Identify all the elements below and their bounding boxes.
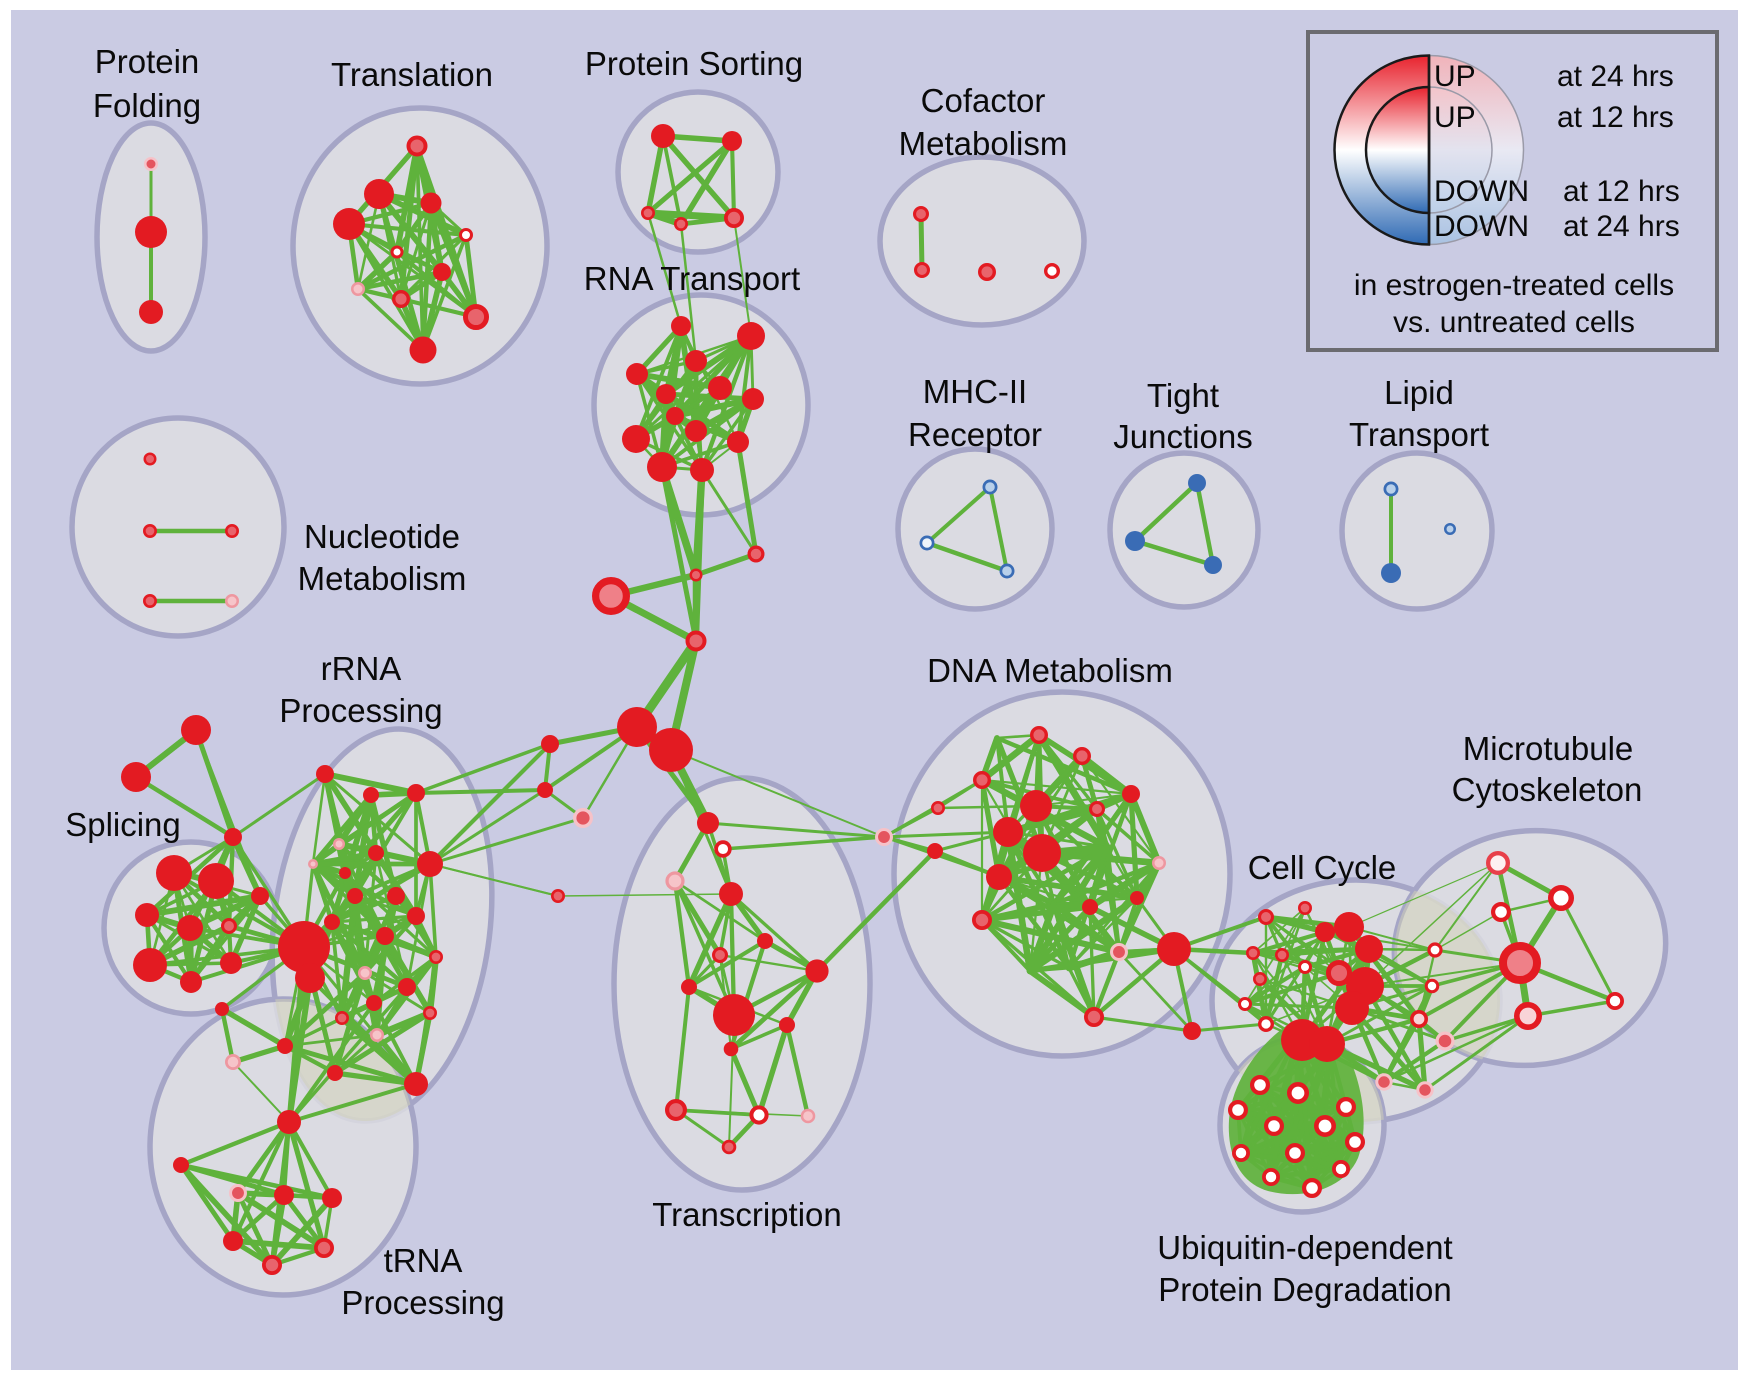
svg-text:at 24 hrs: at 24 hrs	[1557, 60, 1674, 93]
svg-text:Processing: Processing	[341, 1284, 504, 1321]
svg-text:Lipid: Lipid	[1384, 374, 1454, 411]
svg-text:Protein: Protein	[95, 43, 200, 80]
svg-text:DNA Metabolism: DNA Metabolism	[927, 652, 1173, 689]
svg-text:Splicing: Splicing	[65, 806, 181, 843]
svg-text:Processing: Processing	[279, 692, 442, 729]
svg-text:Transcription: Transcription	[652, 1196, 842, 1233]
svg-text:Cell Cycle: Cell Cycle	[1248, 849, 1397, 886]
svg-text:Metabolism: Metabolism	[298, 560, 467, 597]
svg-text:UP: UP	[1434, 60, 1476, 93]
svg-text:Protein Sorting: Protein Sorting	[585, 45, 803, 82]
svg-text:DOWN: DOWN	[1434, 210, 1529, 243]
svg-text:Metabolism: Metabolism	[899, 125, 1068, 162]
svg-text:Nucleotide: Nucleotide	[304, 518, 460, 555]
svg-text:UP: UP	[1434, 101, 1476, 134]
svg-text:in estrogen-treated cells: in estrogen-treated cells	[1354, 269, 1674, 302]
svg-text:Transport: Transport	[1349, 416, 1489, 453]
svg-text:Cofactor: Cofactor	[921, 82, 1046, 119]
svg-text:RNA Transport: RNA Transport	[584, 260, 800, 297]
svg-text:rRNA: rRNA	[321, 650, 402, 687]
svg-text:Junctions: Junctions	[1113, 418, 1252, 455]
svg-text:Receptor: Receptor	[908, 416, 1042, 453]
svg-text:Protein Degradation: Protein Degradation	[1158, 1271, 1452, 1308]
svg-text:tRNA: tRNA	[384, 1242, 463, 1279]
svg-text:MHC-II: MHC-II	[923, 373, 1027, 410]
svg-text:Tight: Tight	[1147, 377, 1219, 414]
svg-text:at 12 hrs: at 12 hrs	[1557, 101, 1674, 134]
svg-text:Cytoskeleton: Cytoskeleton	[1452, 771, 1643, 808]
svg-text:at 24 hrs: at 24 hrs	[1563, 210, 1680, 243]
svg-text:at 12 hrs: at 12 hrs	[1563, 175, 1680, 208]
svg-text:vs. untreated cells: vs. untreated cells	[1393, 306, 1635, 339]
svg-text:Ubiquitin-dependent: Ubiquitin-dependent	[1157, 1229, 1452, 1266]
svg-text:Folding: Folding	[93, 87, 201, 124]
svg-text:Microtubule: Microtubule	[1463, 730, 1634, 767]
svg-text:Translation: Translation	[331, 56, 493, 93]
svg-text:DOWN: DOWN	[1434, 175, 1529, 208]
